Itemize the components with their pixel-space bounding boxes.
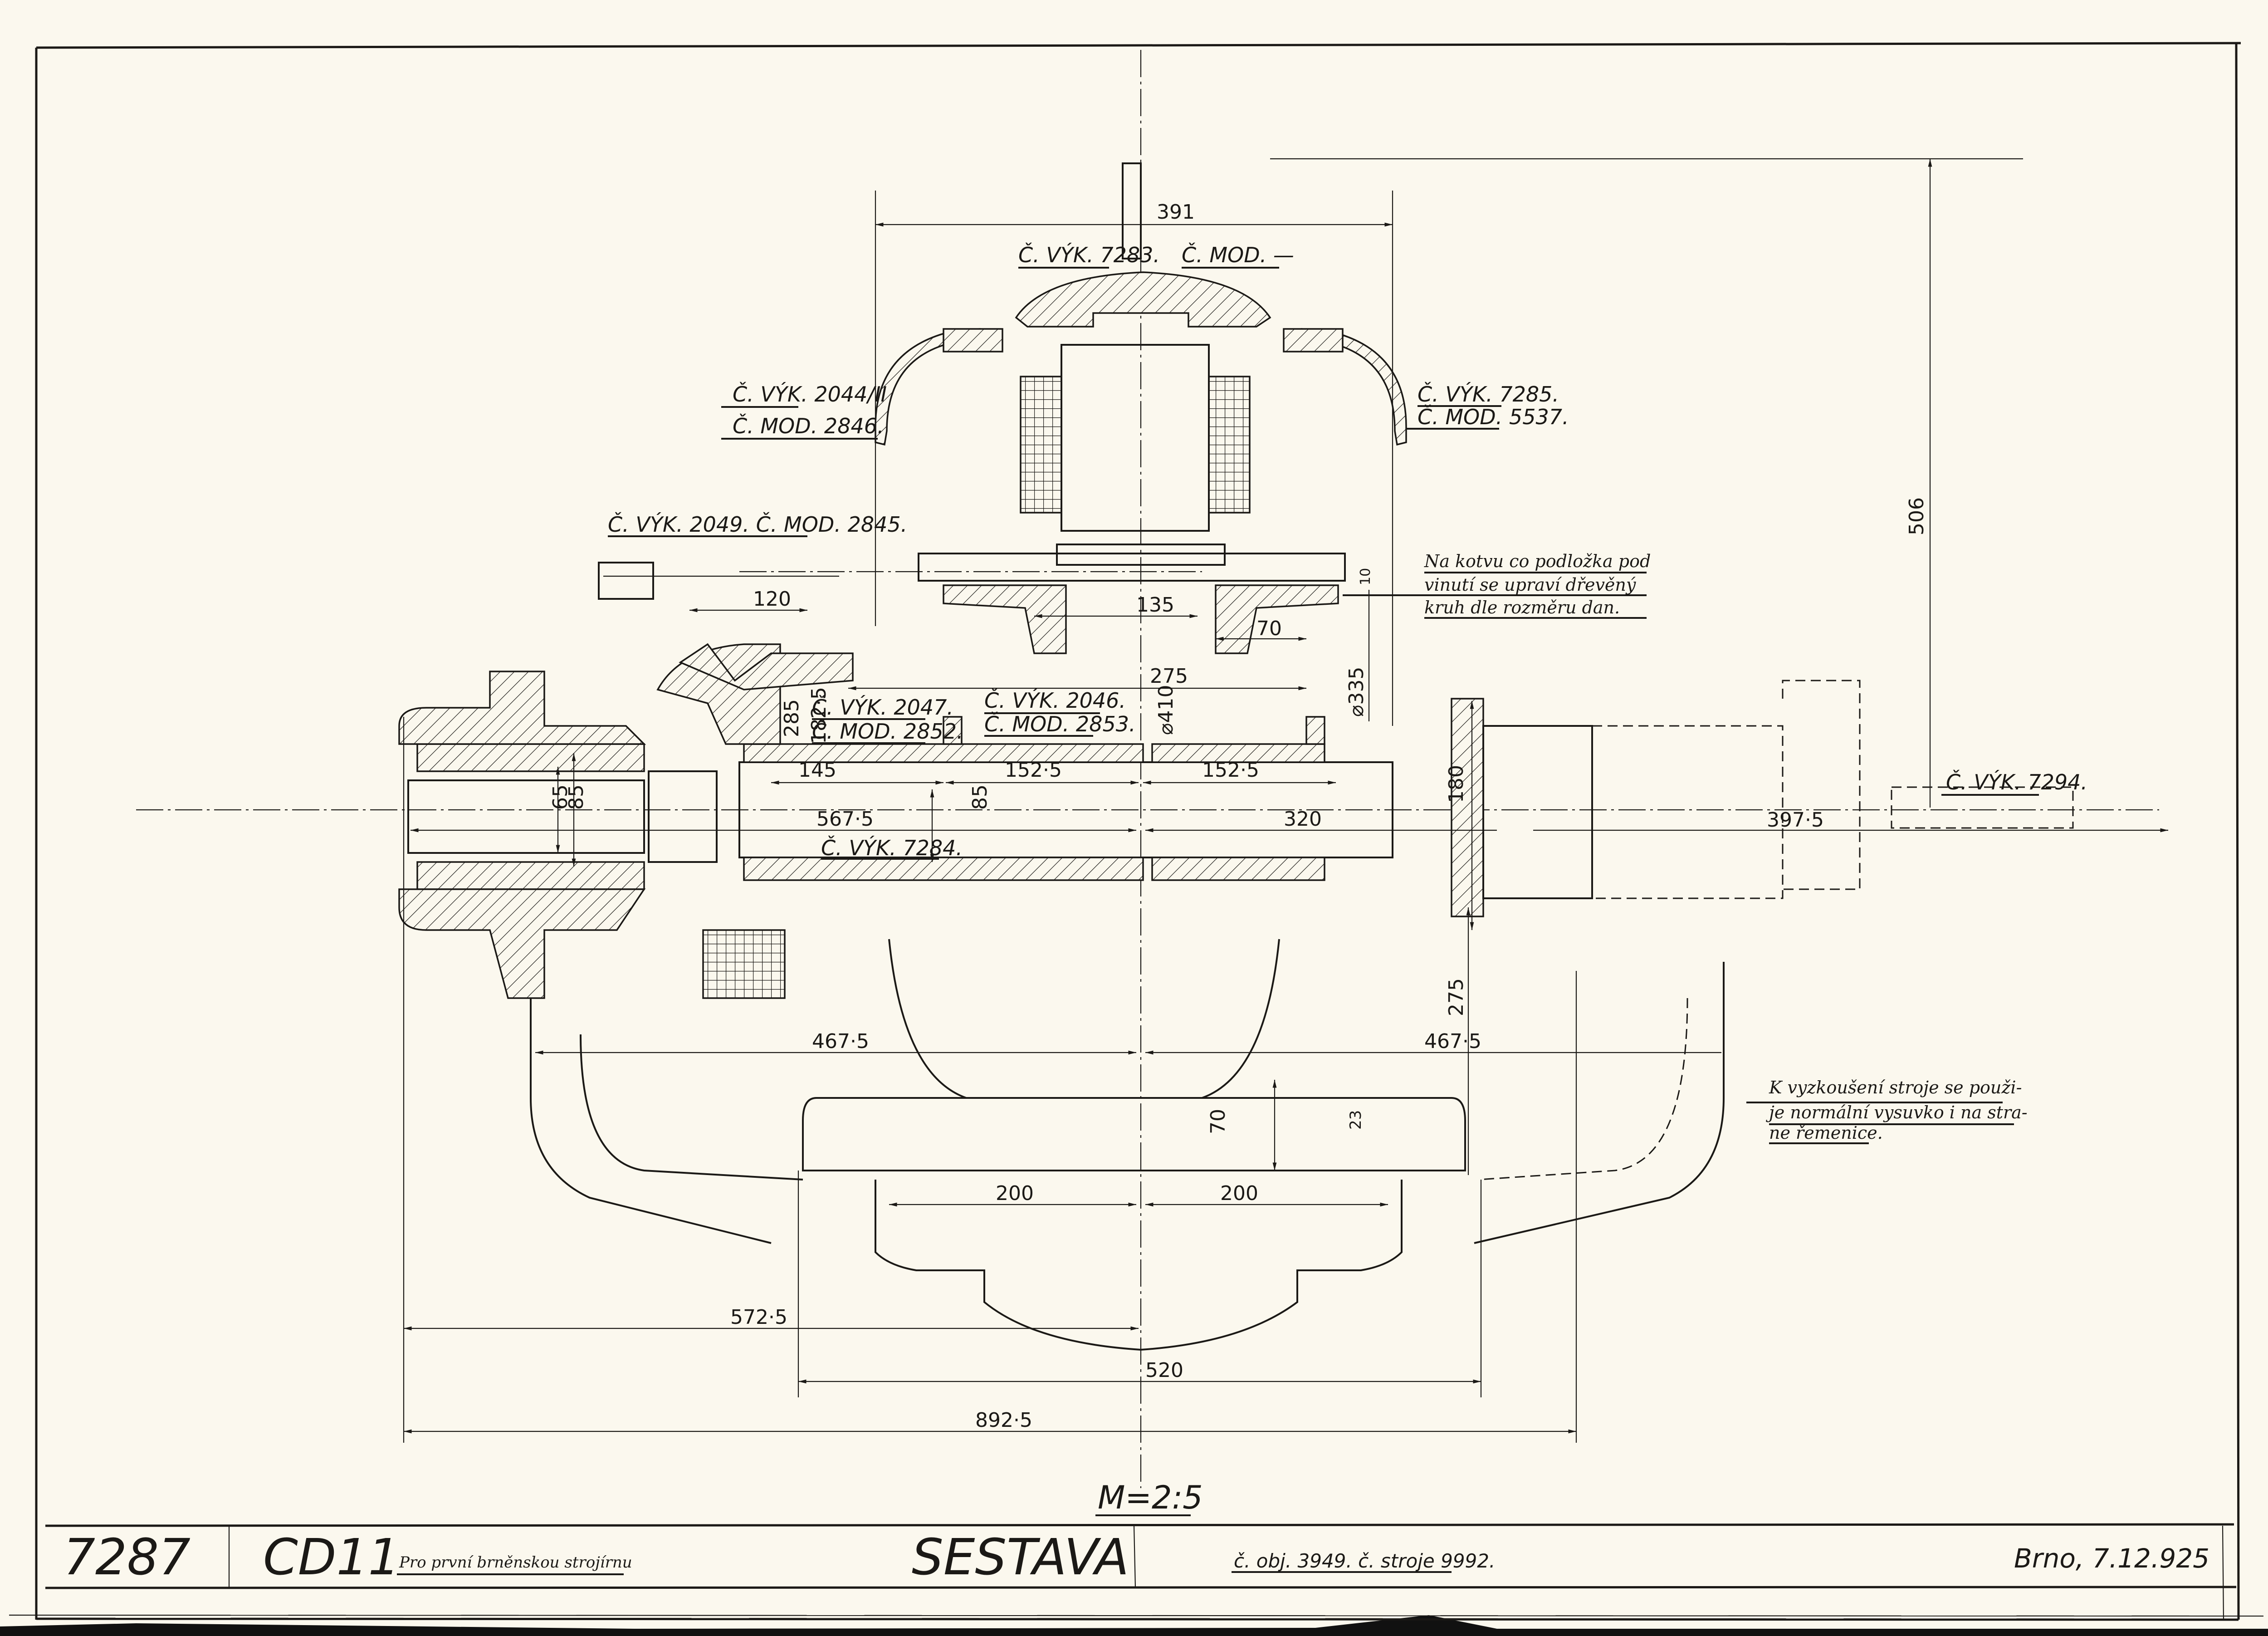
dim-65: 65 bbox=[549, 784, 572, 810]
dim-145: 145 bbox=[798, 759, 836, 782]
dim-467-5-right: 467·5 bbox=[1424, 1030, 1481, 1053]
label-mod-2853: Č. MOD. 2853. bbox=[984, 711, 1136, 736]
dim-506: 506 bbox=[1905, 497, 1928, 535]
place-date: Brno, 7.12.925 bbox=[2014, 1543, 2209, 1574]
dim-120: 120 bbox=[753, 588, 791, 611]
label-vyk-2047: Č. VÝK. 2047. bbox=[812, 695, 953, 720]
label-vyk-7283: Č. VÝK. 7283. bbox=[1018, 242, 1160, 267]
dim-70-top: 70 bbox=[1256, 617, 1282, 640]
dim-85-shaft: 85 bbox=[968, 784, 992, 810]
paper-torn-edge bbox=[0, 1615, 2268, 1636]
dim-275-top: 275 bbox=[1150, 665, 1188, 688]
drawing-frame bbox=[9, 42, 2264, 1621]
machine-type: CD11 bbox=[263, 1528, 400, 1586]
scale-label: M=2:5 bbox=[1098, 1479, 1203, 1516]
dim-200-left: 200 bbox=[996, 1182, 1034, 1205]
dim-180: 180 bbox=[1445, 765, 1468, 803]
customer-note: Pro první brněnskou strojírnu bbox=[399, 1553, 632, 1572]
dim-467-5-left: 467·5 bbox=[812, 1030, 869, 1053]
dim-391: 391 bbox=[1157, 201, 1195, 224]
dim-152-5-left: 152·5 bbox=[1005, 759, 1062, 782]
dim-135: 135 bbox=[1136, 593, 1174, 617]
drawing-title: SESTAVA bbox=[912, 1528, 1129, 1586]
label-mod-5537: Č. MOD. 5537. bbox=[1418, 404, 1569, 429]
test-note-line-1: K vyzkoušení stroje se použi- bbox=[1769, 1078, 2022, 1097]
armature-note-line-2: vinutí se upraví dřevěný bbox=[1424, 575, 1636, 595]
label-vyk-7294: Č. VÝK. 7294. bbox=[1946, 769, 2087, 794]
main-shaft-assembly bbox=[398, 562, 2074, 999]
armature-note-line-1: Na kotvu co podložka pod bbox=[1424, 551, 1651, 571]
dim-182-5: 182·5 bbox=[807, 687, 831, 744]
dim-520: 520 bbox=[1145, 1359, 1183, 1382]
part-labels: Č. VÝK. 7283. Č. MOD. — Č. VÝK. 2044/II … bbox=[608, 242, 2087, 860]
label-vyk-2044: Č. VÝK. 2044/II bbox=[733, 382, 887, 407]
label-mod-2852: Č. MOD. 2852. bbox=[812, 719, 963, 744]
title-block: M=2:5 7287 CD11 Pro první brněnskou stro… bbox=[64, 1479, 2209, 1586]
dim-892-5: 892·5 bbox=[975, 1409, 1032, 1432]
dim-70-bottom: 70 bbox=[1207, 1109, 1230, 1134]
test-note-line-2: je normální vysuvko i na stra- bbox=[1766, 1102, 2028, 1122]
dim-320: 320 bbox=[1284, 808, 1322, 831]
label-vyk-2046: Č. VÝK. 2046. bbox=[984, 688, 1126, 713]
dimension-lines bbox=[403, 158, 2168, 1443]
notes: Na kotvu co podložka pod vinutí se uprav… bbox=[1343, 551, 2028, 1144]
dim-567-5: 567·5 bbox=[816, 808, 874, 831]
test-note-line-3: ne řemenice. bbox=[1769, 1123, 1883, 1143]
dim-85-bearing: 85 bbox=[565, 784, 588, 810]
label-vyk-7284: Č. VÝK. 7284. bbox=[821, 835, 963, 860]
dim-23: 23 bbox=[1347, 1110, 1365, 1130]
dim-285: 285 bbox=[780, 699, 803, 737]
dim-335: ⌀335 bbox=[1345, 667, 1368, 717]
label-mod-none: Č. MOD. — bbox=[1182, 242, 1294, 267]
dim-275-right: 275 bbox=[1445, 978, 1468, 1016]
dim-152-5-right: 152·5 bbox=[1202, 759, 1259, 782]
order-info: č. obj. 3949. č. stroje 9992. bbox=[1234, 1550, 1495, 1572]
dimension-texts: 391 506 120 135 70 10 275 ⌀410 ⌀335 285 … bbox=[549, 201, 1928, 1432]
dim-10: 10 bbox=[1358, 568, 1374, 585]
dim-572-5: 572·5 bbox=[730, 1306, 787, 1329]
drawing-number: 7287 bbox=[64, 1528, 191, 1586]
dim-397-5: 397·5 bbox=[1767, 808, 1824, 832]
machine-base bbox=[530, 939, 1725, 1351]
dim-410: ⌀410 bbox=[1154, 685, 1178, 735]
motor-housing bbox=[875, 162, 1407, 654]
dim-200-right: 200 bbox=[1220, 1182, 1258, 1205]
label-mod-2846: Č. MOD. 2846. bbox=[733, 413, 884, 438]
label-vyk-2049-mod-2845: Č. VÝK. 2049. Č. MOD. 2845. bbox=[608, 512, 907, 537]
label-vyk-7285: Č. VÝK. 7285. bbox=[1418, 382, 1559, 407]
armature-note-line-3: kruh dle rozměru dan. bbox=[1424, 598, 1620, 617]
